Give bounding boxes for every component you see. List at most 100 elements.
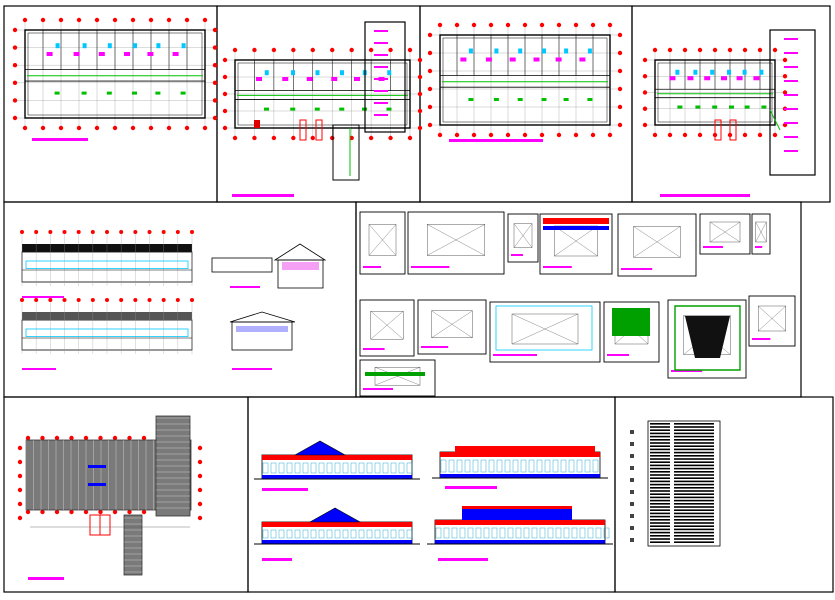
fixture	[509, 57, 516, 62]
detail-frame-11	[603, 301, 660, 363]
schedule-marker	[630, 442, 634, 446]
detail-fill	[365, 372, 425, 376]
elevation-window	[496, 459, 503, 473]
detail-hatch	[431, 310, 473, 338]
fixture	[721, 76, 727, 81]
schedule-row	[650, 461, 670, 463]
elevation-title-bar	[438, 558, 488, 561]
elevation-window	[443, 527, 450, 539]
elevation-window	[318, 462, 325, 474]
axis-bubble	[772, 132, 778, 138]
schedule-row	[650, 535, 670, 537]
axis-bubble	[427, 122, 433, 128]
axis-bubble	[175, 230, 180, 234]
axis-bubble	[197, 501, 203, 507]
fixture	[172, 52, 179, 56]
fixture	[468, 48, 473, 54]
axis-bubble	[17, 487, 23, 493]
schedule-row	[650, 538, 670, 540]
elevation-window	[528, 459, 535, 473]
axis-bubble	[112, 509, 118, 515]
fixture	[55, 43, 60, 49]
axis-bubble	[197, 445, 203, 451]
elevation-window	[318, 529, 325, 539]
axis-bubble	[40, 435, 45, 441]
fixture	[291, 70, 295, 76]
fixture	[46, 52, 53, 56]
axis-bubble	[782, 57, 788, 63]
fixture	[761, 105, 767, 109]
axis-bubble	[161, 230, 166, 234]
axis-bubble	[642, 57, 648, 63]
schedule-row	[650, 487, 670, 489]
axis-bubble	[12, 27, 18, 33]
detail-frame-10	[489, 301, 601, 363]
elevation-window	[568, 459, 575, 473]
detail-frame-4	[539, 213, 613, 275]
fixture	[133, 43, 137, 49]
elevation-window	[587, 527, 594, 539]
axis-bubble	[127, 435, 132, 441]
axis-bubble	[454, 22, 460, 28]
fixture	[155, 91, 161, 95]
axis-bubble	[271, 135, 277, 141]
axis-bubble	[349, 47, 354, 53]
section-outline	[277, 259, 324, 289]
axis-bubble	[76, 298, 81, 302]
detail-hatch	[758, 305, 786, 332]
fixture	[374, 114, 388, 116]
schedule-row	[650, 455, 670, 457]
plan-furnished	[642, 29, 816, 197]
fixture	[147, 52, 154, 56]
detail-outline	[511, 313, 579, 345]
axis-bubble	[642, 74, 648, 79]
axis-bubble	[682, 132, 688, 138]
elevation-window	[456, 459, 463, 473]
elevation-title-bar	[445, 486, 497, 489]
schedule-row	[650, 512, 670, 515]
detail-frame-12	[667, 299, 747, 379]
schedule-row	[650, 541, 670, 543]
fixture	[587, 48, 592, 54]
sheet-frame-9	[614, 396, 834, 593]
elevation-window	[350, 529, 357, 539]
fixture	[695, 105, 701, 109]
axis-bubble	[427, 50, 433, 56]
elevation-window	[592, 459, 599, 473]
axis-bubble	[62, 298, 67, 302]
schedule-row	[674, 541, 714, 543]
fixture	[54, 91, 60, 95]
axis-bubble	[197, 473, 203, 479]
fixture	[374, 30, 388, 32]
axis-bubble	[271, 47, 277, 53]
sheet-frame-2	[216, 5, 421, 203]
schedule-row	[650, 531, 670, 534]
detail-outline	[709, 221, 741, 243]
axis-bubble	[54, 509, 60, 515]
elevation-fascia	[462, 506, 572, 509]
sheet-frame-5	[3, 201, 357, 398]
axis-bubble	[471, 22, 477, 28]
elevation-fascia	[435, 520, 605, 525]
fixture	[81, 91, 87, 95]
elevation-window	[491, 527, 498, 539]
elevation-window	[459, 527, 466, 539]
detail-outline	[758, 305, 787, 332]
axis-bubble	[58, 125, 64, 131]
axis-bubble	[17, 459, 23, 465]
elevation-window	[302, 462, 309, 474]
detail-title-bar	[755, 246, 763, 248]
axis-bubble	[222, 125, 228, 131]
elevation-window	[560, 459, 567, 473]
detail-title-bar	[411, 266, 450, 268]
fixture	[132, 91, 137, 95]
wing-wall	[769, 29, 816, 176]
detail-title-bar	[363, 388, 393, 390]
elevation-window	[310, 529, 317, 539]
schedule-row	[650, 525, 670, 527]
detail-fill	[612, 308, 650, 336]
ramp	[315, 119, 323, 141]
plan-title-bar	[232, 194, 294, 197]
fixture	[374, 54, 388, 56]
